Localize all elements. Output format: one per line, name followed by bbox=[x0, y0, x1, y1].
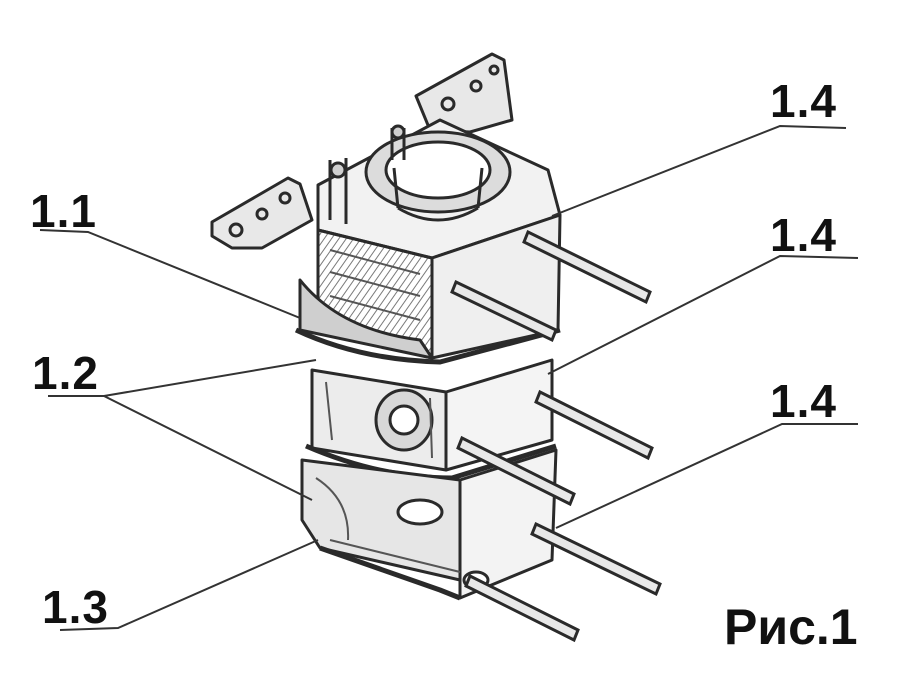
leader-lines bbox=[39, 124, 859, 631]
lower-housing bbox=[300, 448, 558, 601]
callout-1-4-upper: 1.4 bbox=[770, 75, 837, 127]
callout-1-3: 1.3 bbox=[42, 581, 109, 633]
callout-1-1: 1.1 bbox=[30, 185, 97, 237]
callout-1-4-lower: 1.4 bbox=[770, 375, 837, 427]
middle-housing bbox=[305, 358, 557, 481]
upper-housing bbox=[210, 52, 562, 365]
callout-1-2: 1.2 bbox=[32, 347, 99, 399]
callout-1-4-middle: 1.4 bbox=[770, 209, 837, 261]
figure-caption: Рис.1 bbox=[724, 599, 858, 655]
mounting-bolts bbox=[450, 229, 662, 643]
